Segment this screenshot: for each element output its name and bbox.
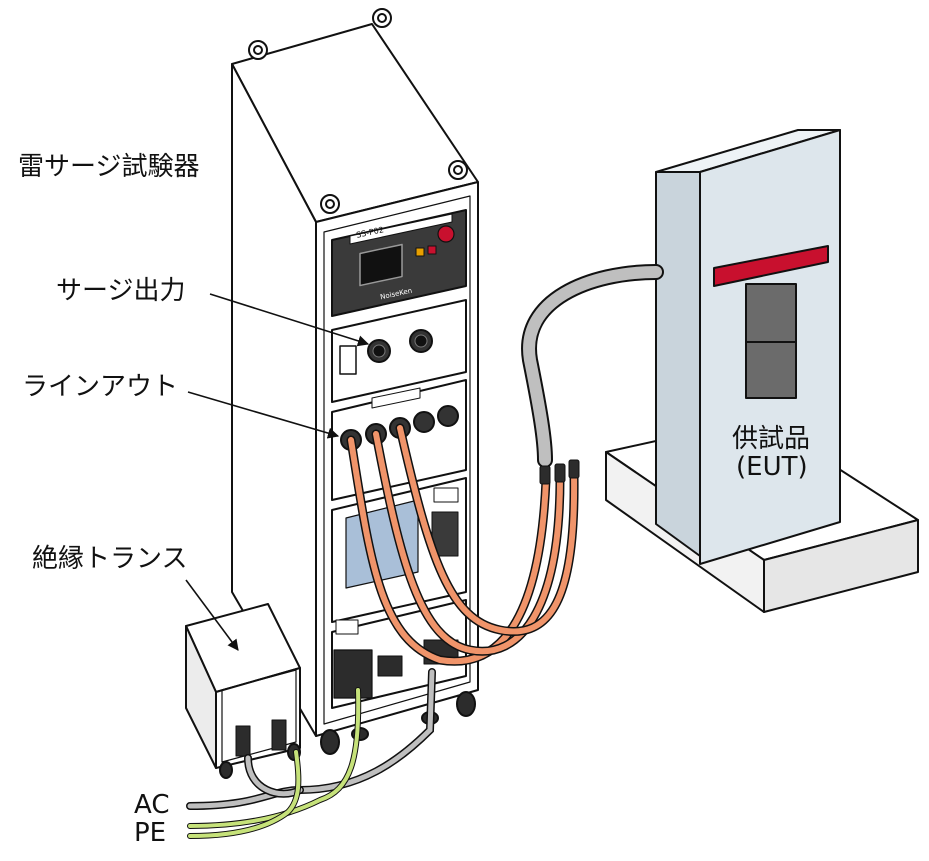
- control-panel: [331, 209, 467, 317]
- arrow-line-out: [187, 391, 340, 439]
- label-surge-tester: 雷サージ試験器: [18, 152, 200, 182]
- isolation-transformer: [185, 603, 301, 779]
- leader-arrows: [185, 293, 370, 651]
- eut-red-band: [713, 245, 829, 287]
- arrow-surge-output: [209, 293, 370, 347]
- surge-cables: [346, 423, 579, 666]
- eut-cabinet: [655, 129, 841, 565]
- surge-output-panel: [331, 299, 467, 403]
- label-isolation-transformer: 絶縁トランス: [32, 544, 188, 574]
- arrow-isolation-transformer: [185, 579, 239, 651]
- eut-window-top: [745, 283, 797, 343]
- label-line-out: ラインアウト: [22, 372, 179, 402]
- ac-cable: [186, 668, 436, 810]
- eye-bolt: [248, 8, 468, 214]
- eut-window-bottom: [745, 341, 797, 399]
- cable-plugs: [539, 459, 580, 485]
- label-surge-output: サージ出力: [56, 276, 186, 306]
- label-eut-abbrev: (EUT): [736, 452, 808, 482]
- label-ac: AC: [134, 790, 170, 820]
- eut-supply-cable: [521, 264, 664, 468]
- label-pe: PE: [134, 818, 167, 848]
- label-eut: 供試品: [732, 424, 811, 454]
- surge-tester-rack: [231, 8, 479, 755]
- pe-wires: [187, 687, 362, 839]
